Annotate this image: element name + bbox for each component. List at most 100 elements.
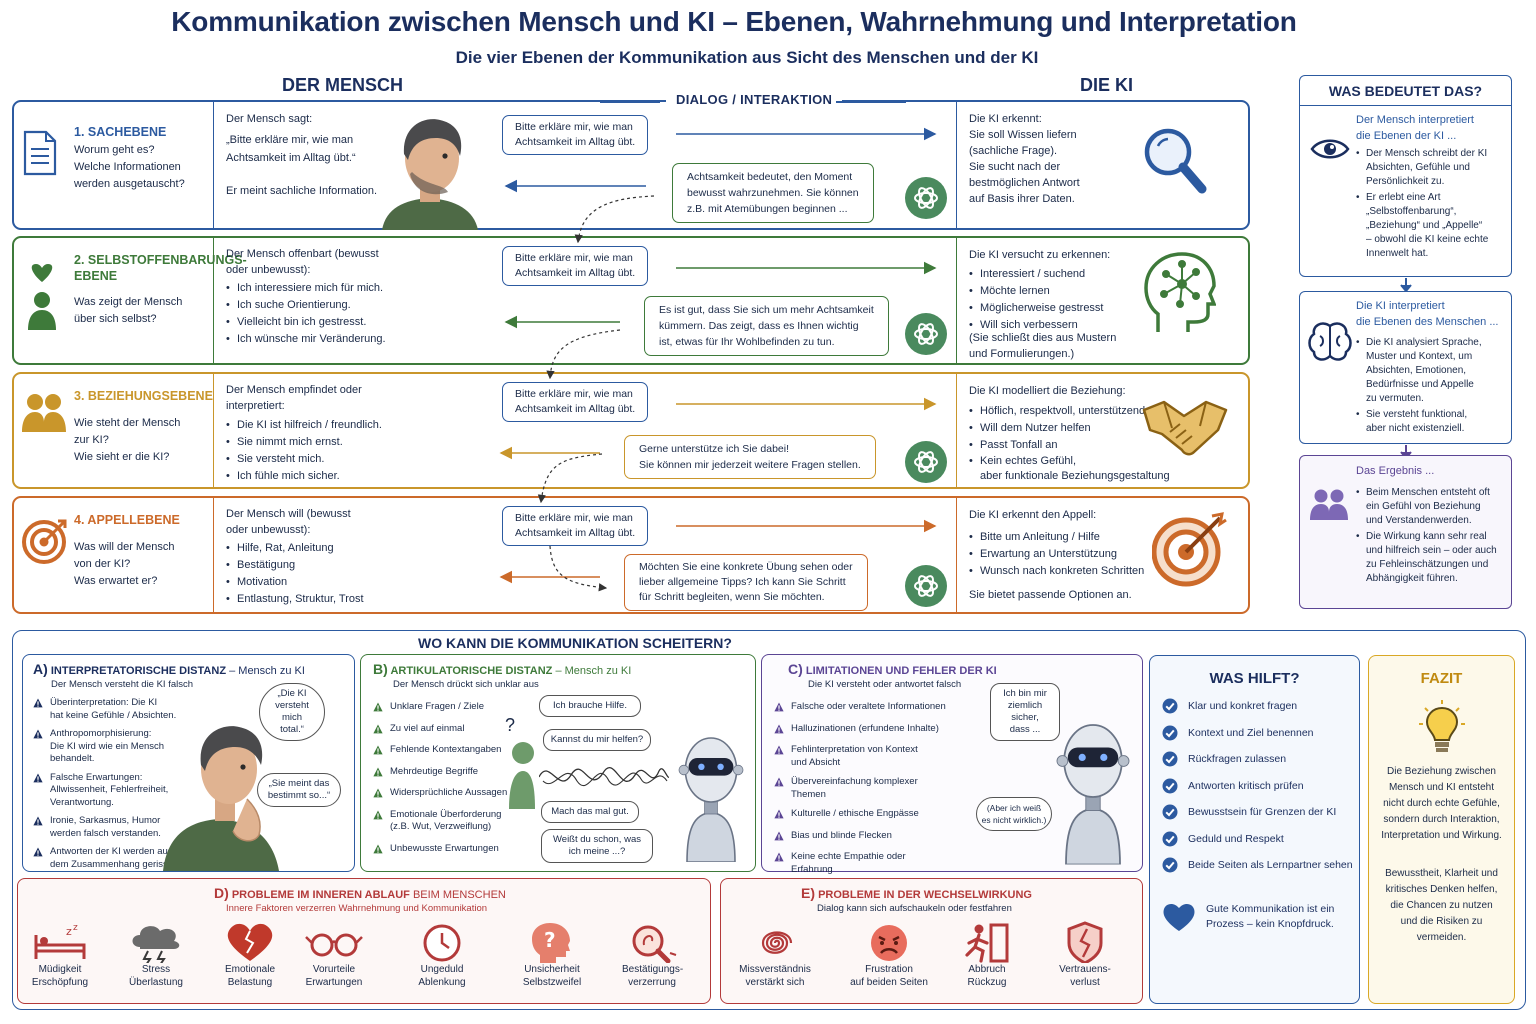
helps-list: Klar und konkret fragen Kontext und Ziel… — [1162, 698, 1353, 873]
list-item: Bestätigung — [226, 557, 364, 574]
level-row-beziehungsebene: 3. BEZIEHUNGSEBENE Wie steht der Mensch … — [12, 372, 1250, 489]
issue-tile: ? Unsicherheit Selbstzweifel — [522, 921, 582, 989]
issue-label: Emotionale Belastung — [224, 964, 276, 988]
failure-panel-a: A) INTERPRETATORISCHE DISTANZ – Mensch z… — [22, 654, 355, 872]
angry-face-icon — [871, 925, 907, 961]
document-icon — [23, 130, 57, 176]
issue-label: Vertrauens- verlust — [1059, 964, 1111, 988]
meaning-list: Die KI analysiert Sprache, Muster und Ko… — [1356, 336, 1506, 438]
meaning-heading: Das Ergebnis ... — [1356, 465, 1435, 477]
meaning-heading: Der Mensch interpretiert die Ebenen der … — [1356, 114, 1474, 142]
list-item: Bewusstsein für Grenzen der KI — [1162, 804, 1353, 820]
ai-heading: Die KI erkennt den Appell: — [969, 509, 1097, 521]
ai-list: Höflich, respektvoll, unterstützend Will… — [969, 403, 1170, 484]
list-item: Motivation — [226, 574, 364, 591]
list-item: Will sich verbessern — [969, 317, 1104, 334]
list-item: Anthropomorphisierung: Die KI wird wie e… — [33, 728, 183, 766]
list-item: Klar und konkret fragen — [1162, 698, 1353, 714]
panel-title: PROBLEME IM INNEREN ABLAUF — [231, 889, 410, 901]
panel-letter: C) — [788, 661, 803, 677]
list-item: Die Wirkung kann sehr real und hilfreich… — [1356, 530, 1508, 586]
ai-reply-bubble: Möchten Sie eine konkrete Übung sehen od… — [624, 554, 868, 611]
list-item: Emotionale Überforderung (z.B. Wut, Verz… — [373, 809, 523, 834]
check-icon — [1162, 778, 1178, 794]
issue-tile: Frustration auf beiden Seiten — [839, 921, 939, 989]
handshake-icon — [1142, 400, 1228, 456]
list-item: Rückfragen zulassen — [1162, 751, 1353, 767]
fazit-text: Die Beziehung zwischen Mensch und KI ent… — [1381, 766, 1502, 841]
list-item: Fehlende Kontextangaben — [373, 744, 523, 757]
list-item: Erwartung an Unterstützung — [969, 546, 1144, 563]
list-item: Kontext und Ziel benennen — [1162, 725, 1353, 741]
panel-title-suffix: – Mensch zu KI — [552, 665, 632, 677]
broken-shield-icon — [1067, 921, 1103, 963]
panel-title: ARTIKULATORISCHE DISTANZ — [390, 665, 553, 677]
helps-title: WAS HILFT? — [1209, 670, 1300, 687]
arrow-down-icon — [1400, 278, 1412, 292]
ai-reply-bubble: Es ist gut, dass Sie sich um mehr Achtsa… — [644, 296, 889, 356]
check-icon — [1162, 751, 1178, 767]
list-item: Sie versteht mich. — [226, 451, 382, 468]
issue-tile: Missverständnis verstärkt sich — [735, 921, 815, 989]
panel-letter: E) — [801, 885, 815, 901]
column-header-ai: DIE KI — [1080, 75, 1134, 95]
human-note: Er meint sachliche Information. — [226, 185, 378, 197]
issue-label: Vorurteile Erwartungen — [305, 964, 363, 988]
list-item: Mehrdeutige Begriffe — [373, 766, 523, 779]
panel-letter: A) — [33, 661, 48, 677]
meaning-box-ai: Die KI interpretiert die Ebenen des Mens… — [1299, 291, 1512, 444]
panel-subtitle: Innere Faktoren verzerren Wahrnehmung un… — [226, 903, 488, 914]
level-question: Was will der Mensch von der KI? Was erwa… — [74, 541, 175, 587]
list-item: Möglicherweise gestresst — [969, 300, 1104, 317]
level-question: Was zeigt der Mensch über sich selbst? — [74, 296, 183, 325]
human-list: Hilfe, Rat, Anleitung Bestätigung Motiva… — [226, 540, 364, 608]
human-list: Die KI ist hilfreich / freundlich. Sie n… — [226, 417, 382, 485]
human-heading: Der Mensch sagt: — [226, 113, 313, 125]
question-mark: ? — [505, 715, 516, 735]
level-question: Worum geht es? Welche Informationen werd… — [74, 144, 185, 190]
list-item: Entlastung, Struktur, Trost — [226, 591, 364, 608]
target-icon — [1152, 512, 1227, 587]
user-message-bubble: Bitte erkläre mir, wie man Achtsamkeit i… — [502, 115, 649, 155]
panel-title: LIMITATIONEN UND FEHLER DER KI — [805, 665, 997, 677]
issue-tile: Stress Überlastung — [126, 921, 186, 989]
man-portrait-illustration — [382, 119, 478, 230]
person-silhouette-icon — [509, 742, 535, 809]
list-item: Beide Seiten als Lernpartner sehen — [1162, 857, 1353, 873]
heart-icon — [1163, 903, 1195, 931]
human-quote: „Bitte erkläre mir, wie man Achtsamkeit … — [226, 134, 356, 164]
spiral-icon — [761, 931, 793, 954]
list-item: Will dem Nutzer helfen — [969, 420, 1170, 437]
thought-bubble: Ich bin mir ziemlich sicher, dass ... — [990, 683, 1060, 741]
clock-icon — [423, 924, 461, 962]
meaning-box-human: WAS BEDEUTET DAS? Der Mensch interpretie… — [1299, 75, 1512, 277]
level-question: Wie steht der Mensch zur KI? Wie sieht e… — [74, 417, 181, 463]
list-item: Zu viel auf einmal — [373, 723, 523, 736]
human-heading: Der Mensch empfindet oder interpretiert: — [226, 384, 362, 412]
magnifier-bias-icon — [632, 925, 677, 963]
target-icon — [22, 519, 67, 564]
two-people-icon — [1310, 489, 1348, 520]
list-item: Höflich, respektvoll, unterstützend — [969, 403, 1170, 420]
ai-logo-icon — [904, 312, 948, 356]
glasses-icon — [305, 933, 363, 957]
list-item: Ich interessiere mich für mich. — [226, 280, 386, 297]
robot-illustration — [671, 717, 751, 871]
thinking-man-illustration — [163, 726, 279, 871]
fazit-text: Bewusstheit, Klarheit und kritisches Den… — [1385, 868, 1498, 943]
panel-list: Falsche oder veraltete Informationen Hal… — [774, 701, 954, 882]
panel-title-suffix: – Mensch zu KI — [226, 665, 305, 677]
ai-heading: Die KI versucht zu erkennen: — [969, 249, 1111, 261]
list-item: Falsche oder veraltete Informationen — [774, 701, 954, 714]
issue-tile: Ungeduld Ablenkung — [412, 921, 472, 989]
list-item: Interessiert / suchend — [969, 266, 1104, 283]
brain-icon — [1308, 322, 1352, 361]
list-item: Antworten kritisch prüfen — [1162, 778, 1353, 794]
head-question-icon: ? — [532, 923, 570, 963]
issue-tile: Vorurteile Erwartungen — [304, 921, 364, 989]
level-title: 3. BEZIEHUNGSEBENE — [74, 389, 213, 403]
eye-icon — [1310, 139, 1350, 159]
issue-label: Frustration auf beiden Seiten — [850, 964, 928, 988]
svg-text:z: z — [73, 923, 78, 933]
